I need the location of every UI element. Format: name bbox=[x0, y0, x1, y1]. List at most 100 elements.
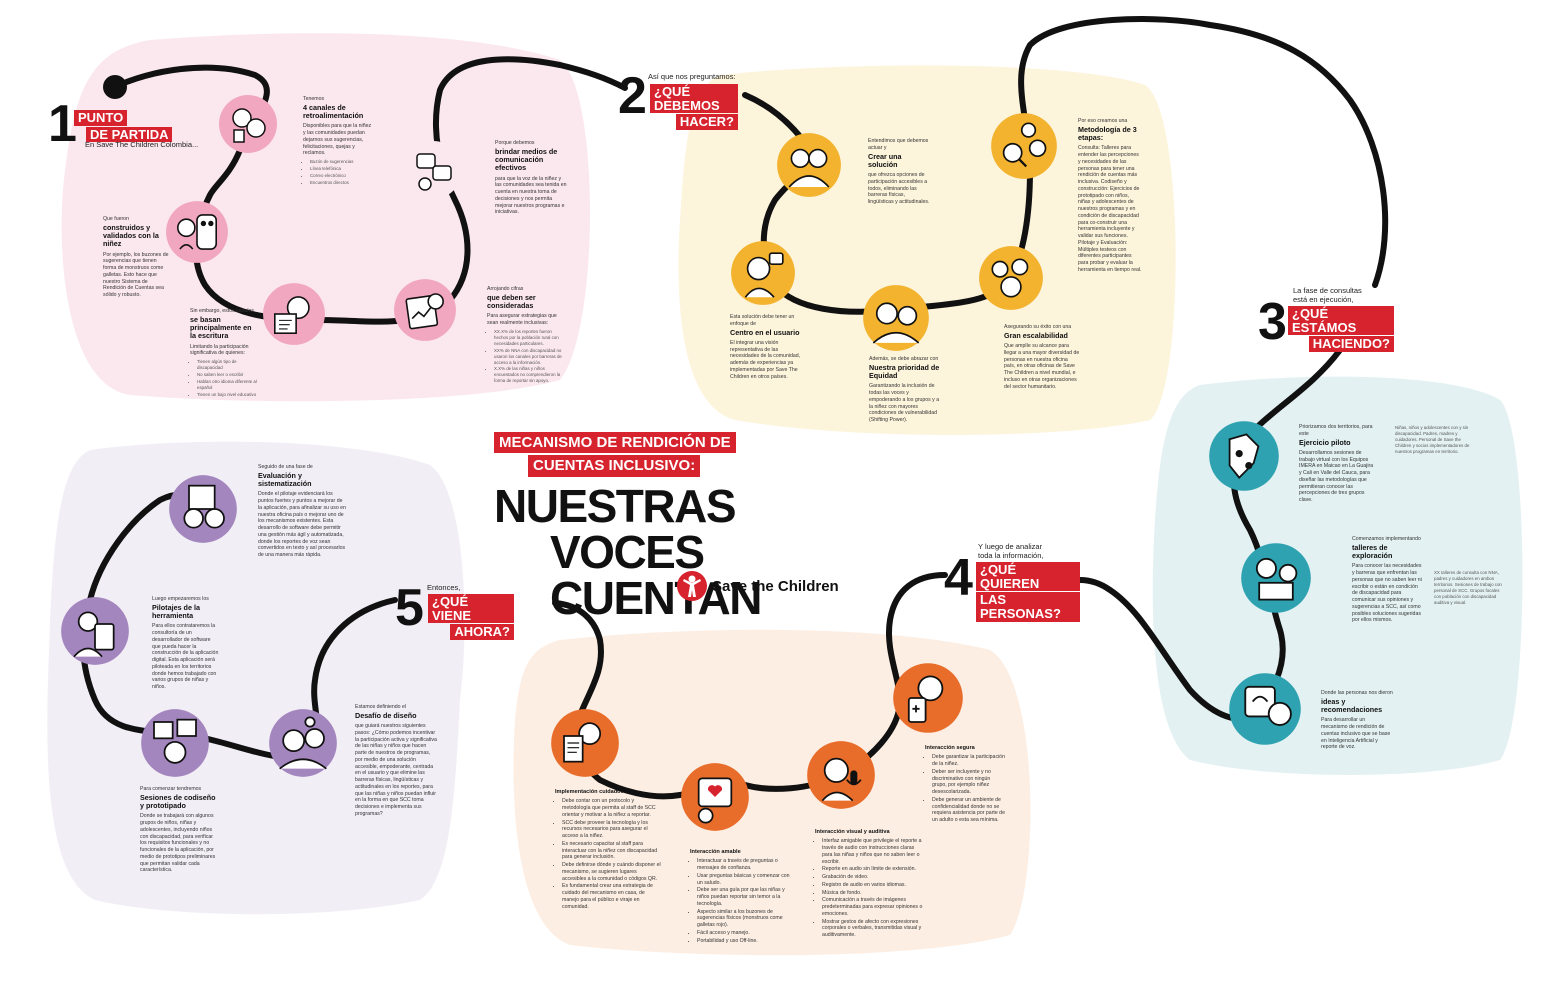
section-4-node-1-heading: Implementación cuidadosa bbox=[555, 789, 627, 795]
section-3-label: ¿QUÉ ESTÁMOS HACIENDO? bbox=[1288, 306, 1394, 352]
writing-barrier-icon bbox=[263, 283, 325, 345]
section-5-node-3-heading: Desafío de diseño bbox=[355, 710, 417, 720]
bullet: SCC debe proveer la tecnología y los rec… bbox=[562, 820, 661, 840]
section-4-label-line1: ¿QUÉ QUIEREN bbox=[976, 562, 1080, 592]
section-5-intro: Entonces, bbox=[427, 583, 461, 592]
section-3-node-3 bbox=[1228, 672, 1302, 746]
section-2-node-5 bbox=[978, 245, 1044, 311]
section-5-node-2-heading: Pilotajes de la herramienta bbox=[152, 602, 200, 621]
section-2-node-5-heading: Gran escalabilidad bbox=[1004, 330, 1068, 340]
section-1-node-4-heading: que deben ser consideradas bbox=[487, 292, 536, 311]
section-1-node-3 bbox=[165, 200, 229, 264]
section-1-intro: En Save The Children Colombia... bbox=[85, 140, 199, 149]
design-challenge-icon bbox=[269, 709, 337, 777]
section-5-node-1-heading: Evaluación y sistematización bbox=[258, 470, 312, 489]
section-5-node-4-pre: Para comenzar tendremos bbox=[140, 786, 202, 792]
section-3-node-1-side: Niñas, niños y adolescentes con y sin di… bbox=[1395, 425, 1470, 454]
audio-visual-icon bbox=[807, 741, 875, 809]
section-1-node-2 bbox=[403, 140, 463, 200]
section-1-label-line1: PUNTO bbox=[74, 110, 128, 126]
save-the-children-logo: Save the Children bbox=[676, 570, 839, 602]
section-4-node-2 bbox=[680, 762, 750, 832]
section-5-node-4-body: Donde se trabajará con algunos grupos de… bbox=[140, 813, 216, 874]
pilot-map-icon bbox=[1209, 421, 1279, 491]
section-5-number: 5 bbox=[395, 579, 424, 637]
main-title-block: MECANISMO DE RENDICIÓN DE CUENTAS INCLUS… bbox=[494, 432, 864, 621]
section-1-node-5-body: Limitando la participación significativa… bbox=[190, 343, 249, 357]
evaluation-icon bbox=[169, 475, 237, 543]
section-4-node-1-text: Implementación cuidadosa Debe contar con… bbox=[555, 788, 661, 911]
section-2-node-2-text: Por eso creamos una Metodología de 3 eta… bbox=[1078, 118, 1142, 274]
section-4-number: 4 bbox=[944, 549, 973, 607]
section-1-node-4-text: Arrojando cifras que deben ser considera… bbox=[487, 286, 565, 385]
bullet: Aspecto similar a los buzones de sugeren… bbox=[697, 909, 794, 929]
section-5-node-2-text: Luego empezaremos los Pilotajes de la he… bbox=[152, 596, 220, 691]
section-4-node-2-bullets: Interactuar a través de preguntas o mens… bbox=[690, 858, 794, 944]
bullet: Es fundamental crear una estrategia de c… bbox=[562, 883, 661, 910]
region-5-background bbox=[47, 441, 465, 915]
section-5-node-1-text: Seguido de una fase de Evaluación y sist… bbox=[258, 464, 346, 559]
section-4-node-1-bullets: Debe contar con un protocolo y metodolog… bbox=[555, 798, 661, 910]
section-3-node-2 bbox=[1240, 542, 1312, 614]
section-2-node-3-heading: Centro en el usuario bbox=[730, 327, 800, 337]
section-3-node-1-pre: Priorizamos dos territorios, para este bbox=[1299, 424, 1373, 437]
bullet: Debe contar con un protocolo y metodolog… bbox=[562, 798, 661, 818]
section-3-node-3-heading: ideas y recomendaciones bbox=[1321, 696, 1383, 715]
section-5-node-3-text: Estamos definiendo el Desafío de diseño … bbox=[355, 704, 437, 818]
section-3-node-1 bbox=[1208, 420, 1280, 492]
section-1-node-5-pre: Sin embargo, estos canales bbox=[190, 308, 255, 314]
bullet: X.X% de las niñas y niños encuestados no… bbox=[494, 366, 565, 384]
codesign-icon bbox=[141, 709, 209, 777]
section-1-node-4-pre: Arrojando cifras bbox=[487, 286, 524, 292]
section-3-node-2-body: Para conocer las necesidades y barreras … bbox=[1352, 563, 1422, 624]
section-1-node-4-body: Para asegurar estrategias que sean realm… bbox=[487, 313, 557, 327]
section-3-label-line2: HACIENDO? bbox=[1308, 336, 1394, 352]
bullet: Interfaz amigable que privilegie el repo… bbox=[822, 838, 923, 865]
safe-interaction-icon bbox=[893, 663, 963, 733]
bullet: Fácil acceso y manejo. bbox=[697, 930, 794, 937]
section-5-node-2-body: Para ellos contrataremos la consultoría … bbox=[152, 623, 219, 691]
section-1-node-3-pre: Que fueron bbox=[103, 216, 129, 222]
section-4-node-4-heading: Interacción segura bbox=[925, 745, 975, 751]
section-2-node-3-text: Esta solución debe tener un enfoque de C… bbox=[730, 314, 806, 380]
bullet: Reporte en audio sin límite de extensión… bbox=[822, 866, 923, 873]
section-3-node-1-body: Desarrollamos sesiones de trabajo virtua… bbox=[1299, 449, 1374, 504]
section-2-label-line1: ¿QUÉ DEBEMOS bbox=[650, 84, 738, 114]
section-1-node-3-text: Que fueron construidos y validados con l… bbox=[103, 216, 171, 299]
section-5-node-1 bbox=[168, 474, 238, 544]
section-2-intro: Así que nos preguntamos: bbox=[648, 72, 736, 81]
section-2-node-5-text: Asegurando su éxito con una Gran escalab… bbox=[1004, 324, 1080, 390]
bullet: Buzón de sugerencias bbox=[310, 159, 373, 165]
bullet: Tienen algún tipo de discapacidad bbox=[197, 359, 258, 371]
section-1-node-1-pre: Tenemos bbox=[303, 96, 325, 102]
equity-icon bbox=[863, 285, 929, 351]
section-2-node-2-pre: Por eso creamos una bbox=[1078, 118, 1128, 124]
exploration-workshop-icon bbox=[1241, 543, 1311, 613]
user-centered-icon bbox=[731, 241, 795, 305]
section-4-node-4-bullets: Debe garantizar la participación de la n… bbox=[925, 754, 1005, 824]
section-2-label-line2: HACER? bbox=[675, 114, 738, 130]
section-5-node-2 bbox=[60, 596, 130, 666]
feedback-channels-icon bbox=[219, 95, 277, 153]
section-3-node-1-text: Priorizamos dos territorios, para este E… bbox=[1299, 424, 1375, 504]
bullet: Mostrar gestos de afecto con expresiones… bbox=[822, 919, 923, 939]
section-5-label: ¿QUÉ VIENE AHORA? bbox=[428, 594, 514, 640]
section-2-node-2 bbox=[990, 112, 1058, 180]
section-5-label-line1: ¿QUÉ VIENE bbox=[428, 594, 514, 624]
section-1-node-3-heading: construidos y validados con la niñez bbox=[103, 222, 159, 249]
section-4-node-3 bbox=[806, 740, 876, 810]
bullet: Debe definirse dónde y cuándo disponer e… bbox=[562, 862, 661, 882]
section-1-node-2-heading: brindar medios de comunicación efectivos bbox=[495, 146, 558, 173]
section-4-node-4-text: Interacción segura Debe garantizar la pa… bbox=[925, 744, 1005, 825]
section-3-label-line1: ¿QUÉ ESTÁMOS bbox=[1288, 306, 1394, 336]
bullet: Línea telefónica bbox=[310, 166, 373, 172]
section-4-label-line2: LAS PERSONAS? bbox=[976, 592, 1080, 622]
create-solution-icon bbox=[777, 133, 841, 197]
section-3-node-2-heading: talleres de exploración bbox=[1352, 542, 1393, 561]
section-5-node-4-text: Para comenzar tendremos Sesiones de codi… bbox=[140, 786, 220, 874]
section-4-node-3-text: Interacción visual y auditiva Interfaz a… bbox=[815, 828, 923, 940]
main-title-line1: NUESTRAS bbox=[494, 479, 737, 532]
bullet: Registro de audio en varios idiomas. bbox=[822, 882, 923, 889]
section-2-node-4-heading: Nuestra prioridad de Equidad bbox=[869, 362, 940, 381]
section-3-node-1-heading: Ejercicio piloto bbox=[1299, 437, 1351, 447]
